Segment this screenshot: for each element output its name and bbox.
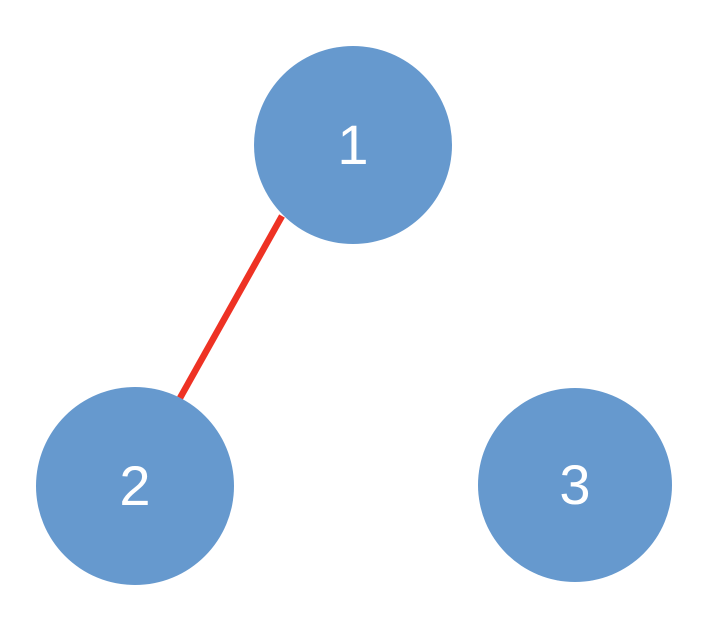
graph-node-label: 3 [559, 453, 591, 516]
graph-node-label: 1 [337, 113, 369, 176]
graph-node-1[interactable]: 1 [254, 46, 452, 244]
graph-node-3[interactable]: 3 [478, 388, 672, 582]
graph-node-label: 2 [119, 454, 151, 517]
graph-node-2[interactable]: 2 [36, 387, 234, 585]
graph-edge[interactable] [177, 214, 285, 400]
